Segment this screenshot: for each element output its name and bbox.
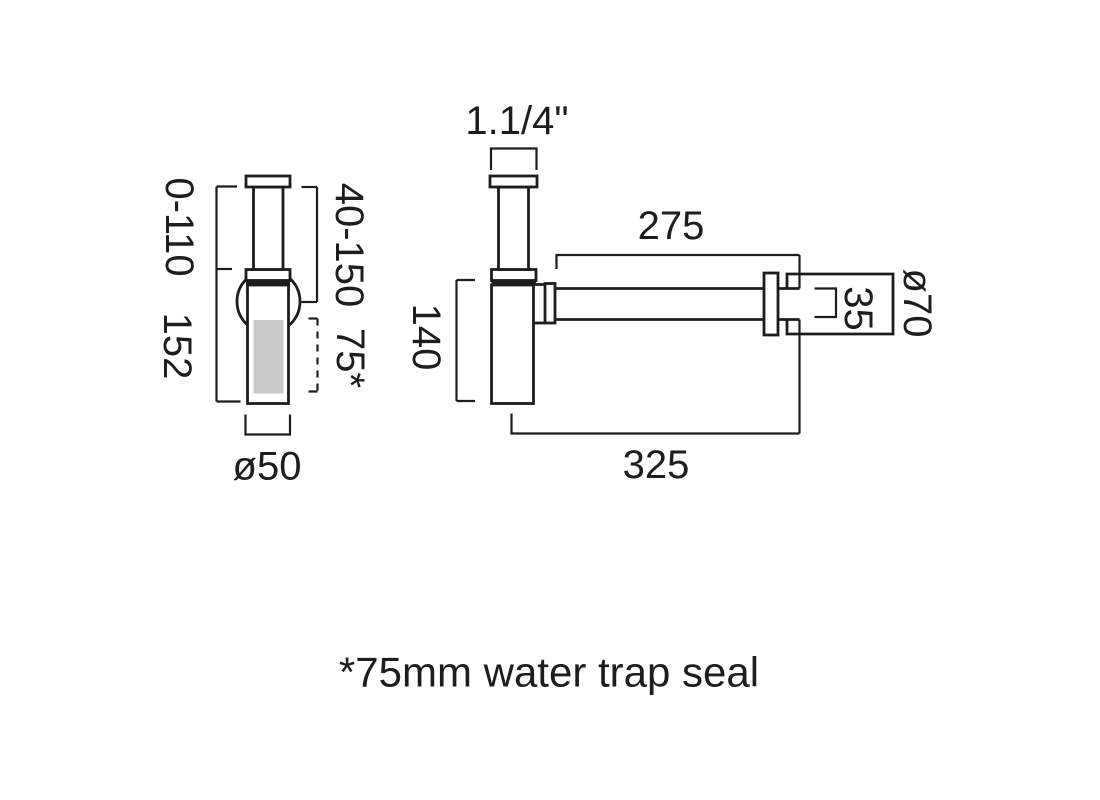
dim-label-flange-diameter: ø70 <box>895 269 939 338</box>
outlet-pipe <box>555 287 764 321</box>
inlet-tail-pipe <box>252 185 285 271</box>
outlet-boss <box>533 283 545 325</box>
side-view: 1.1/4" 275 140 35 ø70 325 <box>404 99 939 487</box>
dim-label-body-height-140: 140 <box>404 304 448 371</box>
inlet-flange-side <box>488 174 539 189</box>
seal-washer-band <box>246 280 290 286</box>
flange-detail-box <box>785 272 895 336</box>
body-diameter-bracket <box>244 414 292 436</box>
front-view: 0-110 152 40-150 75* ø50 <box>155 174 372 489</box>
dim-label-inlet-adjust: 0-110 <box>157 177 201 276</box>
locking-nut-side <box>490 268 538 282</box>
front-left-dimension-lines <box>215 185 241 403</box>
wall-flange <box>762 271 780 337</box>
inlet-tail-pipe-side <box>497 185 530 271</box>
inlet-flange <box>244 174 292 189</box>
dim-275-lines <box>555 253 801 434</box>
dim-label-inlet-connection: 1.1/4" <box>465 99 568 143</box>
water-seal-dashed-indicator <box>308 317 319 393</box>
dim-line-275 <box>555 253 800 269</box>
dim-line-325 <box>510 413 800 435</box>
caption: *75mm water trap seal <box>339 649 759 696</box>
pipe-wall-stub <box>778 287 800 321</box>
dim-label-overall-length: 325 <box>623 443 690 487</box>
trap-body-side <box>490 283 535 405</box>
dim-label-tail-adjust: 40-150 <box>327 183 371 308</box>
dim-label-body-diameter: ø50 <box>233 445 302 489</box>
front-right-dimension-lines <box>301 185 319 304</box>
inlet-size-bracket <box>489 147 538 170</box>
dim-label-wall-stub: 35 <box>836 286 880 331</box>
dim-label-outlet-length: 275 <box>638 204 705 248</box>
water-seal-shaded-area <box>253 320 284 394</box>
dim-label-body-height-152: 152 <box>155 313 199 380</box>
stub-diameter-bracket <box>814 287 838 319</box>
outlet-nut <box>543 282 557 325</box>
locking-nut <box>244 268 292 282</box>
seal-washer-band-side <box>491 280 536 286</box>
dim-140-lines <box>455 278 475 403</box>
dim-label-water-seal-depth: 75* <box>328 328 372 388</box>
